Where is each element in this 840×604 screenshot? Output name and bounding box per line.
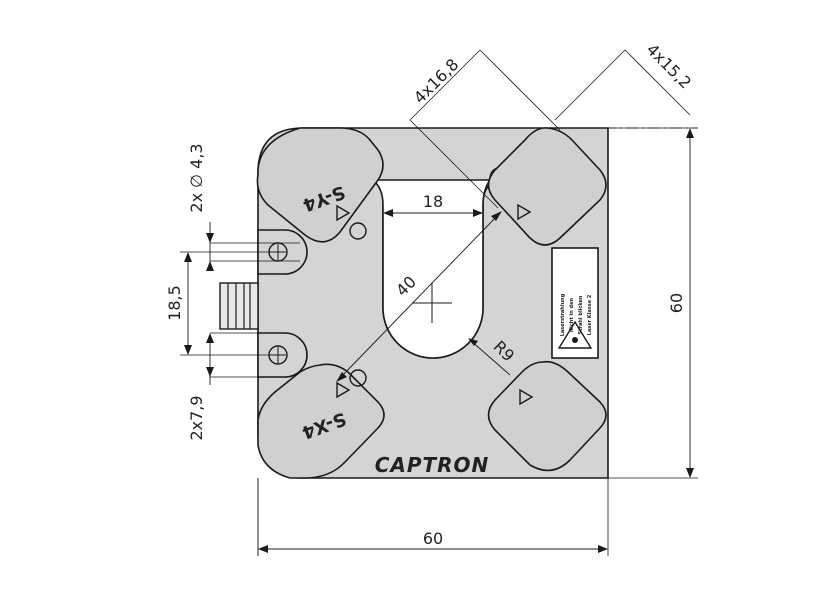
dim-height-label: 60 bbox=[667, 293, 686, 313]
triangle-icon bbox=[336, 204, 351, 222]
triangle-icon bbox=[519, 388, 534, 406]
pad-bottom-right bbox=[487, 360, 607, 472]
triangle-icon bbox=[517, 203, 532, 221]
indicator-circle bbox=[349, 369, 367, 387]
brand-logo: CAPTRON bbox=[375, 453, 490, 477]
laser-line-2: Nicht in den bbox=[569, 298, 575, 333]
pad-top-left bbox=[256, 127, 384, 243]
dim-hole-spacing-label: 18,5 bbox=[165, 285, 184, 321]
dimension-height: 60 bbox=[608, 127, 698, 479]
dim-tab-width-label: 2x7,9 bbox=[187, 395, 206, 440]
dimension-slot-width: 18 bbox=[383, 192, 483, 217]
laser-warning-label: Laserstrahlung Nicht in den Strahl blick… bbox=[551, 247, 599, 359]
dimension-tab-width: 2x7,9 bbox=[187, 332, 260, 441]
dimension-hole-spacing: 18,5 bbox=[165, 251, 270, 356]
connector bbox=[219, 282, 259, 330]
dimension-pad-diagonal-2: 4x15,2 bbox=[554, 40, 696, 121]
dim-width-label: 60 bbox=[423, 529, 443, 548]
dim-pad-diagonal-2-label: 4x15,2 bbox=[643, 40, 696, 93]
dim-slot-width-label: 18 bbox=[423, 192, 443, 211]
laser-warning-icon bbox=[557, 320, 593, 349]
center-cross bbox=[412, 283, 452, 323]
laser-line-4: Laser Klasse 2 bbox=[587, 294, 593, 335]
triangle-icon bbox=[336, 381, 351, 399]
dimension-width: 60 bbox=[257, 478, 609, 556]
indicator-circle bbox=[349, 222, 367, 240]
dim-pad-diagonal-1-label: 4x16,8 bbox=[410, 55, 463, 108]
pad-bottom-left bbox=[257, 363, 385, 479]
laser-line-1: Laserstrahlung bbox=[560, 293, 566, 336]
laser-line-3: Strahl blicken bbox=[578, 295, 584, 334]
dim-hole-diameter-label: 2x ∅ 4,3 bbox=[187, 143, 206, 212]
dimension-hole-diameter: 2x ∅ 4,3 bbox=[187, 143, 300, 271]
mount-tab-bottom bbox=[257, 332, 308, 378]
